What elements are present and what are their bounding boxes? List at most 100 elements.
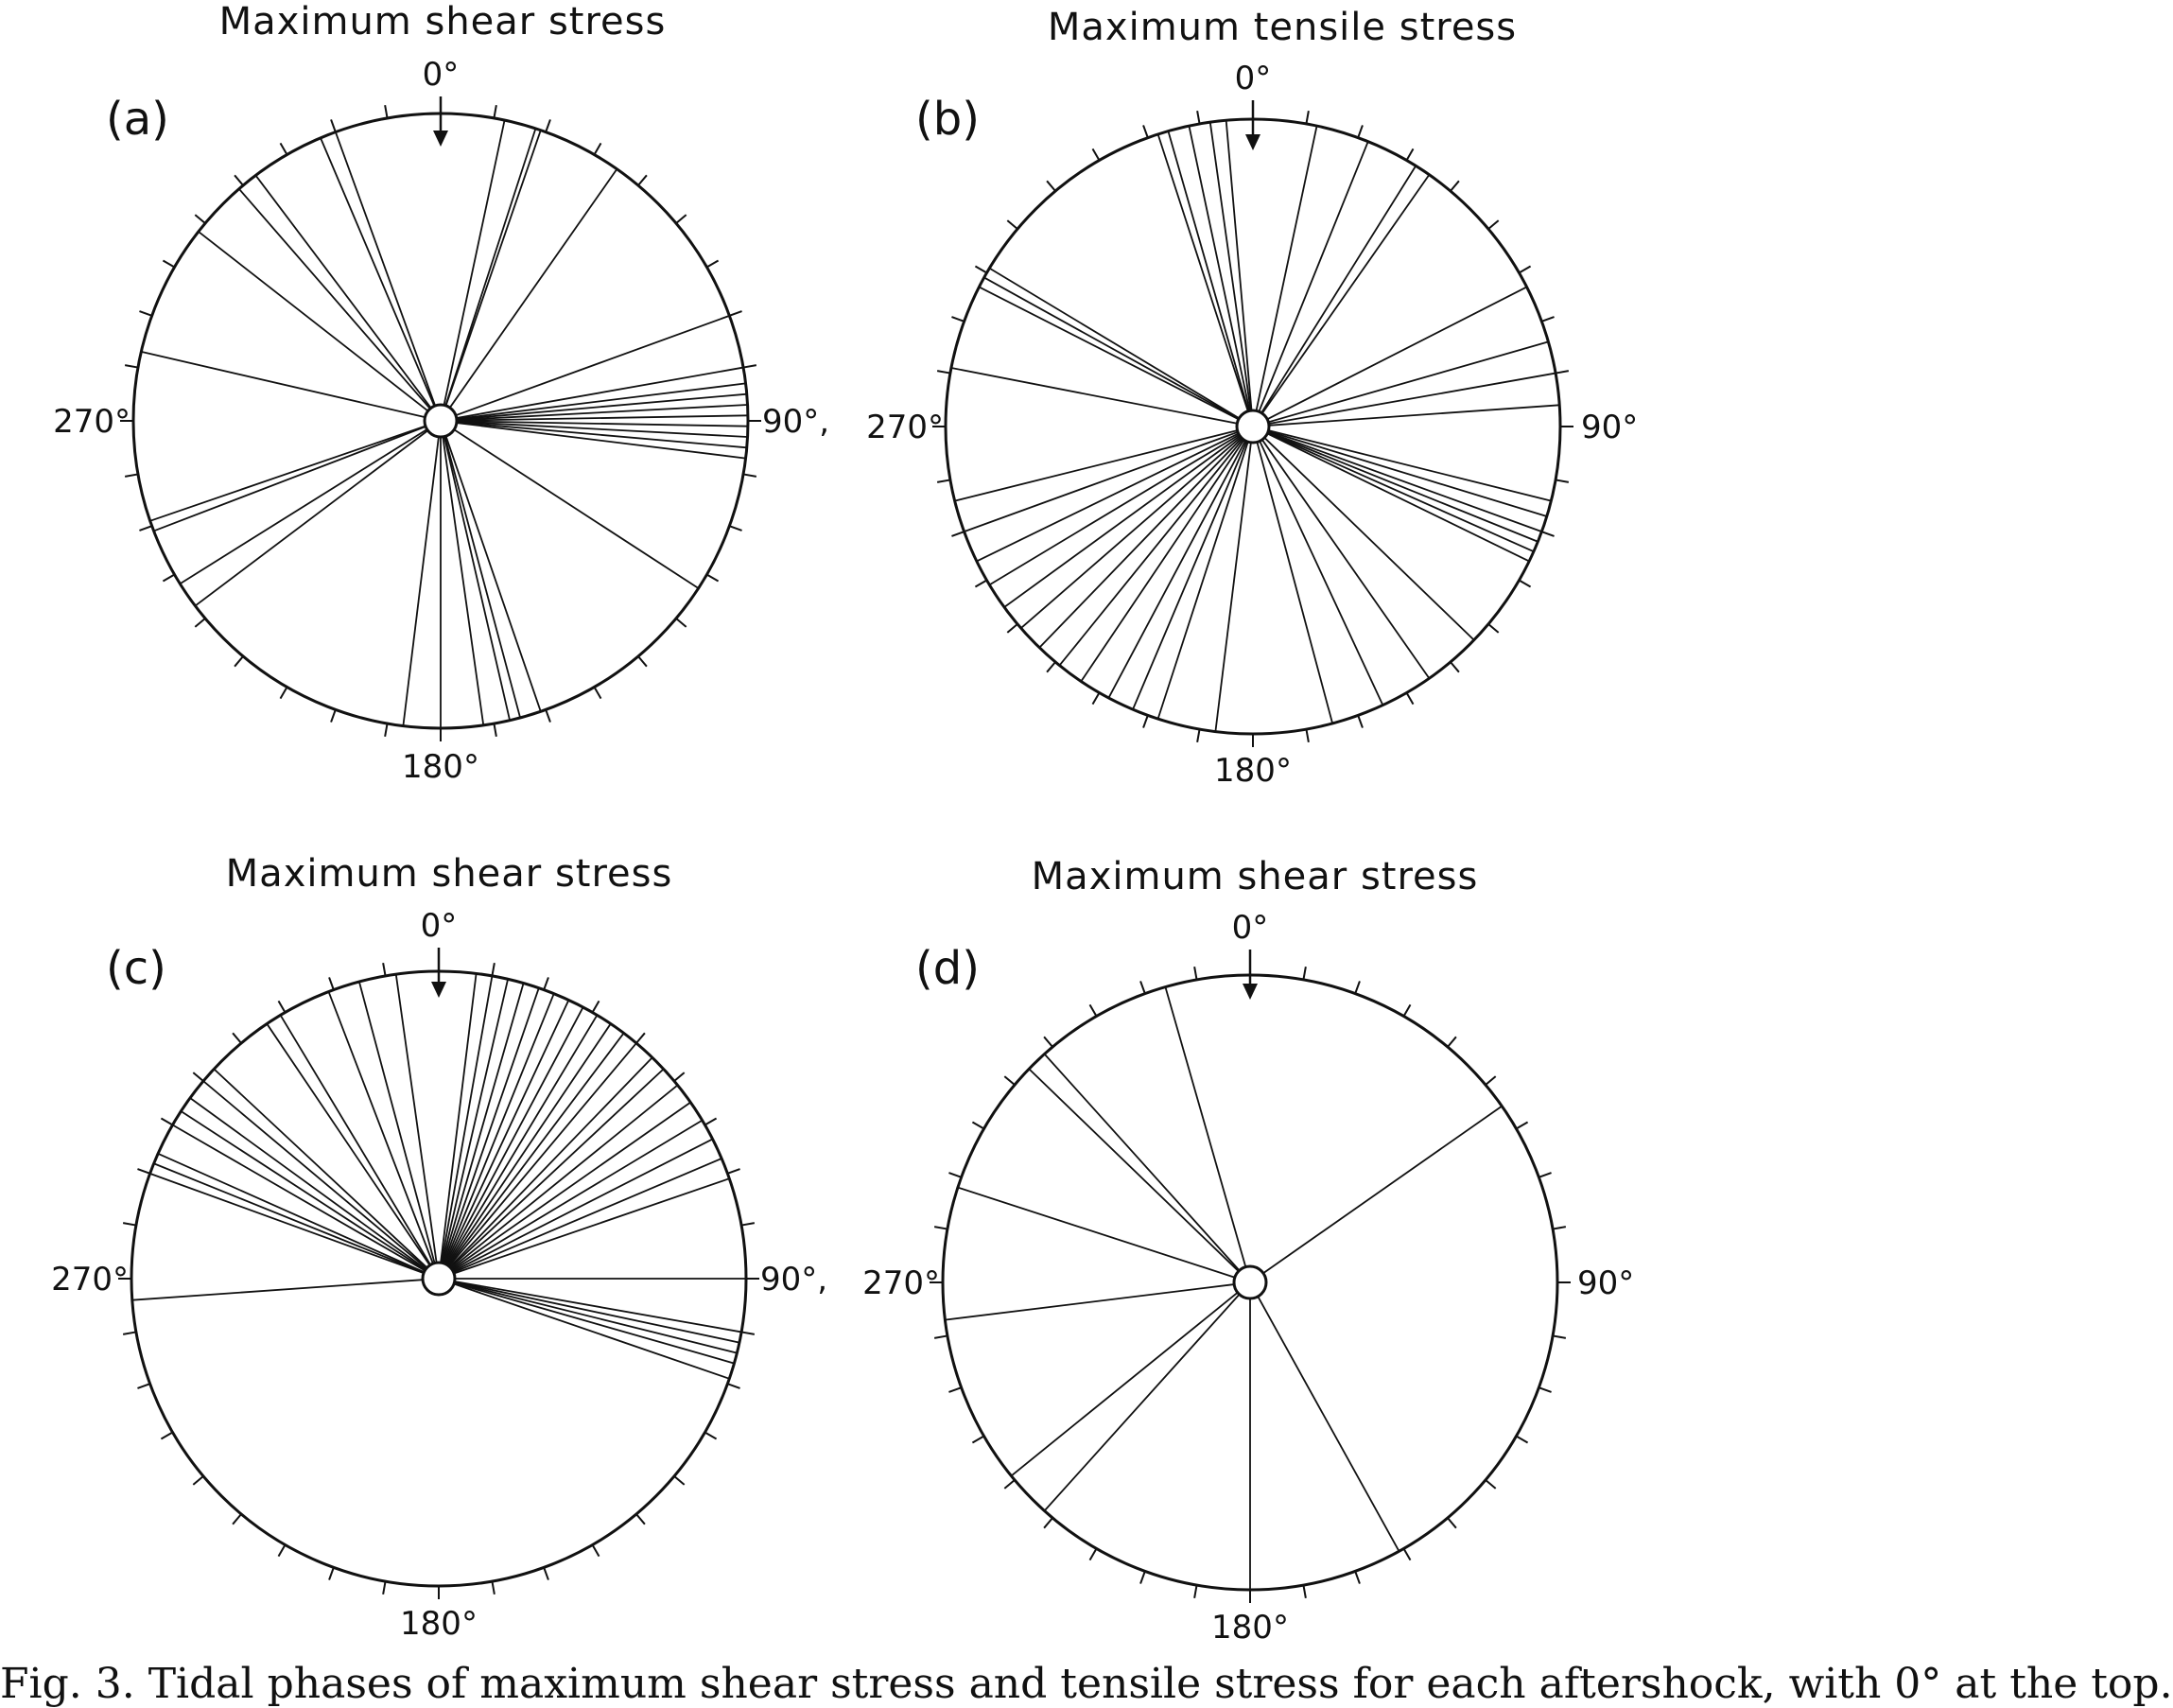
panel-a-deg-right: 90°, <box>762 403 829 441</box>
panel-c-tick <box>122 1331 137 1335</box>
panel-c-spoke <box>131 1279 424 1301</box>
panel-d-tick <box>1538 1386 1552 1393</box>
panel-c-spoke <box>443 993 555 1264</box>
panel-b-tick <box>1555 370 1570 375</box>
panel-a-tick <box>330 119 337 132</box>
panel-d-spoke <box>1043 1294 1241 1512</box>
panel-b-spoke <box>1263 437 1475 641</box>
panel-c-spoke <box>445 1014 599 1265</box>
panel-a-deg-left: 270° <box>53 403 130 441</box>
panel-d-tick <box>1043 1517 1053 1529</box>
panel-a-spoke <box>141 351 426 419</box>
panel-a-tick <box>384 723 389 738</box>
panel-b-tick <box>951 531 965 537</box>
panel-c-spoke <box>444 1000 570 1264</box>
panel-b-tick <box>1305 110 1310 125</box>
panel-d-tick <box>1552 1334 1567 1339</box>
panel-b-tick <box>1006 623 1018 634</box>
panel-b-spoke <box>1267 431 1538 543</box>
panel-a-tick <box>279 142 288 156</box>
panel-c-spoke <box>279 1014 432 1265</box>
panel-d-spoke <box>1262 1105 1503 1274</box>
panel-b-tick <box>1518 265 1532 274</box>
panel-c-spoke <box>445 1006 584 1265</box>
panel-a-spoke <box>456 366 744 419</box>
panel-d-tick <box>1402 1003 1412 1018</box>
panel-c-spoke <box>452 1119 704 1272</box>
panel-b-deg-bottom: 180° <box>1214 752 1292 790</box>
panel-b-tick <box>1487 219 1500 230</box>
panel-b-tick <box>1450 180 1460 192</box>
panel-c-tick <box>635 1513 646 1525</box>
panel-a-spoke <box>149 425 426 522</box>
panel-a-spoke <box>456 422 746 460</box>
panel-a-tick <box>675 214 687 224</box>
panel-d-tick <box>1139 1571 1146 1584</box>
panel-c-spoke <box>446 1023 612 1266</box>
panel-c-spoke <box>153 1162 425 1274</box>
panel-a-title: Maximum shear stress <box>219 0 667 44</box>
panel-b-title: Maximum tensile stress <box>1048 6 1517 49</box>
panel-b-tick <box>1091 148 1101 162</box>
panel-c-spoke <box>450 1084 679 1270</box>
panel-b-tick <box>1405 148 1415 162</box>
panel-c-label: (c) <box>106 942 166 995</box>
panel-c-spoke <box>453 1158 722 1274</box>
panel-c-spoke <box>266 1023 431 1266</box>
panel-c-tick <box>635 1032 646 1044</box>
panel-b-spoke <box>1268 372 1556 425</box>
panel-a-spoke <box>443 436 521 719</box>
panel-b-deg-left: 270° <box>866 409 944 446</box>
panel-b-spoke <box>1038 437 1243 649</box>
panel-a-spoke <box>179 428 428 584</box>
panel-d-tick <box>1302 966 1307 981</box>
panel-a-spoke <box>444 128 537 407</box>
panel-c-tick <box>192 1475 204 1486</box>
panel-a-spoke <box>198 231 429 412</box>
panel-b-tick <box>951 316 965 322</box>
panel-c-tick <box>673 1072 686 1082</box>
panel-d-tick <box>1447 1036 1457 1048</box>
panel-c-spoke <box>189 1097 426 1270</box>
panel-b-spoke <box>1188 125 1251 411</box>
panel-c-spoke <box>454 1281 740 1344</box>
panel-b-label: (b) <box>915 93 980 146</box>
panel-b-spoke <box>1256 442 1333 724</box>
panel-d-tick <box>1552 1226 1567 1230</box>
panel-b-tick <box>1541 316 1555 322</box>
panel-a-spoke <box>443 436 511 721</box>
panel-d-tick <box>1485 1075 1497 1086</box>
panel-a-tick <box>637 174 648 186</box>
panel-b-spoke <box>954 429 1238 502</box>
panel-a-ticks <box>120 100 761 741</box>
panel-a-tick <box>593 142 602 156</box>
panel-a-spoke <box>456 382 746 420</box>
panel-d-tick <box>948 1386 962 1393</box>
panel-b-spoke <box>1268 340 1549 424</box>
panel-b-tick <box>1091 691 1101 706</box>
panel-b-tick <box>936 370 951 375</box>
panel-c-tick <box>192 1072 204 1082</box>
panel-c-tick <box>727 1383 740 1389</box>
panel-d-tick <box>1139 981 1146 994</box>
panel-a-spoke <box>456 392 747 421</box>
panel-a-tick <box>705 573 720 583</box>
panel-c-title: Maximum shear stress <box>226 852 673 896</box>
panel-c-center-circle <box>421 1261 457 1297</box>
panel-c-spoke <box>454 1281 742 1333</box>
panel-b-spoke <box>1214 442 1252 732</box>
panel-a-arrow-head-icon <box>433 131 448 147</box>
panel-c-spoke <box>447 1032 625 1266</box>
panel-c-deg-top: 0° <box>421 907 458 945</box>
panel-d-tick <box>933 1334 948 1339</box>
panel-b-arrow-head-icon <box>1245 134 1260 150</box>
panel-b-spoke <box>1080 439 1245 682</box>
rose-diagram-figure: Maximum shear stress (a) 0° 90°, 180° 27… <box>51 0 1638 1647</box>
panel-a-spoke <box>444 435 542 712</box>
panel-c-tick <box>232 1032 242 1044</box>
panel-c-deg-right: 90°, <box>760 1261 827 1298</box>
panel-a-spoke <box>456 414 748 422</box>
panel-d-tick <box>1485 1479 1497 1490</box>
panel-b-spoke <box>1167 131 1250 411</box>
panel-a-tick <box>139 525 152 532</box>
